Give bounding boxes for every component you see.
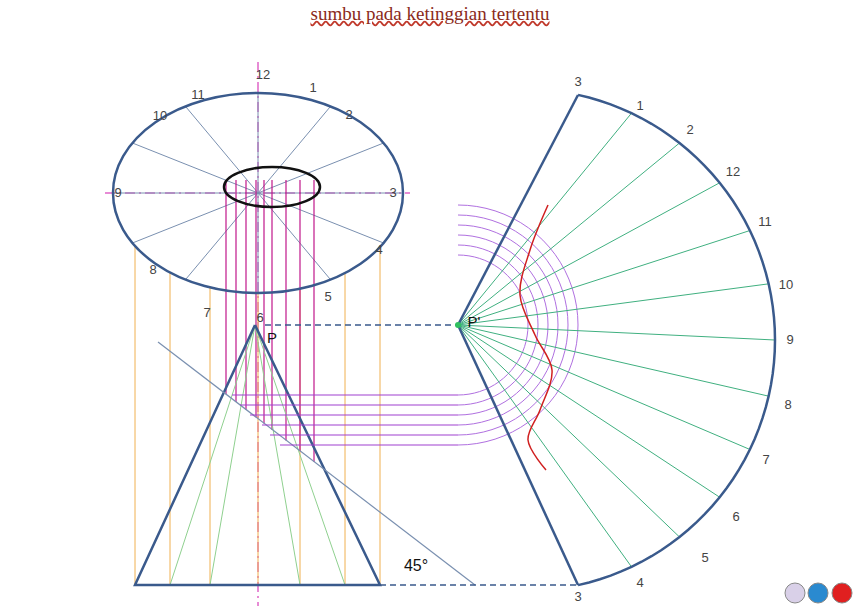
point-label: 11 — [191, 88, 205, 102]
point-label: P' — [468, 314, 481, 331]
projection-line — [299, 180, 300, 451]
projection-line — [210, 287, 211, 585]
generator-line — [210, 325, 255, 585]
dashed-line — [265, 324, 458, 326]
projection-line — [225, 180, 226, 394]
point-label: 12 — [256, 68, 270, 82]
point-label: 8 — [149, 263, 156, 277]
development-line — [458, 325, 769, 396]
point-label: 4 — [375, 243, 382, 257]
apex-point — [455, 322, 461, 328]
development-line — [458, 143, 680, 325]
toolbar-icon — [785, 583, 805, 603]
cut-ellipse — [224, 167, 320, 207]
point-label: 9 — [786, 333, 793, 347]
development-line — [458, 183, 720, 325]
cut-curve — [520, 205, 552, 470]
point-label: 12 — [726, 165, 740, 179]
projection-line — [263, 180, 264, 424]
development-line — [458, 325, 680, 537]
point-label: 1 — [636, 99, 643, 113]
transfer-line — [280, 444, 458, 445]
transfer-line — [250, 414, 458, 415]
development-line — [458, 284, 769, 325]
projection-line — [135, 246, 136, 585]
point-label: 1 — [309, 81, 316, 95]
point-label: 45° — [404, 557, 428, 575]
projection-line — [170, 272, 171, 585]
projection-line — [271, 180, 272, 430]
point-label: 11 — [758, 215, 772, 229]
point-label: 2 — [686, 123, 693, 137]
transfer-line — [240, 404, 458, 405]
point-label: 8 — [784, 398, 791, 412]
radial-line — [186, 106, 259, 193]
toolbar-icon — [832, 583, 852, 603]
point-label: 6 — [256, 311, 263, 325]
generator-line — [255, 325, 300, 585]
projection-line — [313, 180, 314, 462]
development-edge — [458, 95, 578, 325]
development-line — [458, 231, 750, 325]
radial-line — [258, 193, 403, 194]
point-label: 6 — [732, 510, 739, 524]
point-label: 5 — [324, 290, 331, 304]
generator-line — [255, 325, 345, 585]
point-label: 5 — [701, 551, 708, 565]
radial-line — [258, 193, 259, 293]
point-label: 7 — [203, 306, 210, 320]
point-label: 9 — [114, 186, 121, 200]
heading-text: sumbu pada ketinggian tertentu — [310, 4, 549, 25]
cone-triangle — [135, 325, 380, 585]
radial-line — [258, 193, 384, 243]
dashed-line — [380, 584, 578, 586]
point-label: 10 — [779, 278, 793, 292]
development-line — [458, 325, 750, 449]
point-label: 3 — [574, 75, 581, 89]
point-label: 10 — [153, 109, 167, 123]
development-arc — [578, 95, 775, 585]
point-label: 3 — [574, 590, 581, 604]
cutting-plane — [158, 342, 475, 585]
transfer-line — [262, 424, 458, 425]
transfer-line — [232, 394, 458, 395]
point-label: 4 — [636, 576, 643, 590]
development-line — [458, 325, 775, 340]
projection-line — [380, 247, 381, 585]
development-line — [458, 113, 631, 325]
projection-line — [258, 293, 259, 585]
radial-line — [132, 143, 258, 193]
toolbar-icon — [808, 583, 828, 603]
radial-line — [258, 106, 331, 193]
point-label: P — [267, 330, 277, 347]
point-label: 2 — [345, 108, 352, 122]
generator-line — [170, 325, 255, 585]
development-line — [458, 325, 631, 567]
radial-line — [186, 193, 259, 280]
point-label: 7 — [762, 453, 769, 467]
transfer-line — [270, 434, 458, 435]
base-ellipse — [113, 93, 403, 293]
point-label: 3 — [389, 186, 396, 200]
projection-line — [255, 180, 256, 417]
radial-line — [258, 93, 259, 193]
development-edge — [458, 325, 578, 585]
projection-line — [345, 273, 346, 585]
projection-line — [285, 180, 286, 441]
